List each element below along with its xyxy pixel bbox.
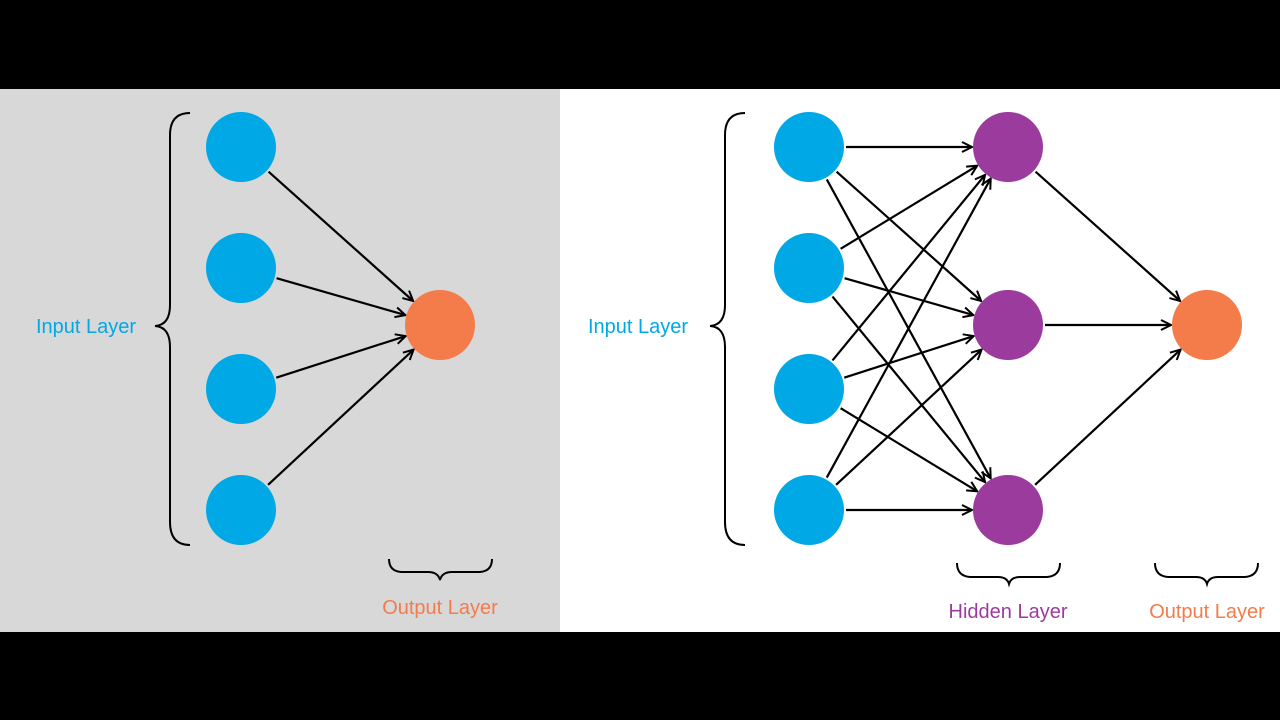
left-panel [0, 89, 560, 632]
right-hidden-brace [956, 562, 1061, 588]
left-edge-input-4-to-output [267, 350, 414, 486]
right-edge-input-2-to-hidden-3 [831, 295, 986, 483]
right-nodes [774, 112, 1242, 545]
left-input-node-2 [206, 233, 276, 303]
right-edge-input-2-to-hidden-1 [840, 166, 978, 250]
right-edge-input-2-to-hidden-2 [844, 277, 974, 315]
left-output-label: Output Layer [382, 597, 498, 619]
right-input-node-4 [774, 475, 844, 545]
left-input-label: Input Layer [36, 316, 136, 338]
right-output-node [1172, 290, 1242, 360]
right-edge-input-3-to-hidden-3 [840, 407, 978, 491]
left-input-node-1 [206, 112, 276, 182]
left-input-brace [154, 112, 191, 546]
right-input-label: Input Layer [588, 316, 688, 338]
right-hidden-node-3 [973, 475, 1043, 545]
right-hidden-node-2 [973, 290, 1043, 360]
left-output-node [405, 290, 475, 360]
left-nodes [206, 112, 475, 545]
left-edge-input-3-to-output [275, 336, 406, 379]
left-input-node-3 [206, 354, 276, 424]
right-output-label: Output Layer [1149, 601, 1265, 623]
right-output-brace [1154, 562, 1259, 588]
left-input-node-4 [206, 475, 276, 545]
left-edge-input-1-to-output [267, 170, 414, 301]
right-panel [560, 89, 1280, 632]
right-input-node-3 [774, 354, 844, 424]
right-edge-input-1-to-hidden-2 [835, 170, 982, 301]
right-input-node-2 [774, 233, 844, 303]
left-connections [267, 170, 414, 486]
right-edge-input-3-to-hidden-2 [843, 336, 974, 379]
right-connections [825, 147, 1181, 510]
right-hidden-label: Hidden Layer [949, 601, 1068, 623]
right-input-brace [709, 112, 746, 546]
right-input-node-1 [774, 112, 844, 182]
right-edge-input-3-to-hidden-1 [831, 175, 986, 362]
right-edge-hidden-1-to-output [1034, 170, 1181, 301]
right-edge-hidden-3-to-output [1034, 350, 1181, 486]
left-output-brace [388, 558, 493, 581]
right-edge-input-4-to-hidden-1 [825, 179, 991, 479]
right-edge-input-4-to-hidden-2 [835, 350, 982, 486]
left-edge-input-2-to-output [276, 277, 406, 315]
right-hidden-node-1 [973, 112, 1043, 182]
